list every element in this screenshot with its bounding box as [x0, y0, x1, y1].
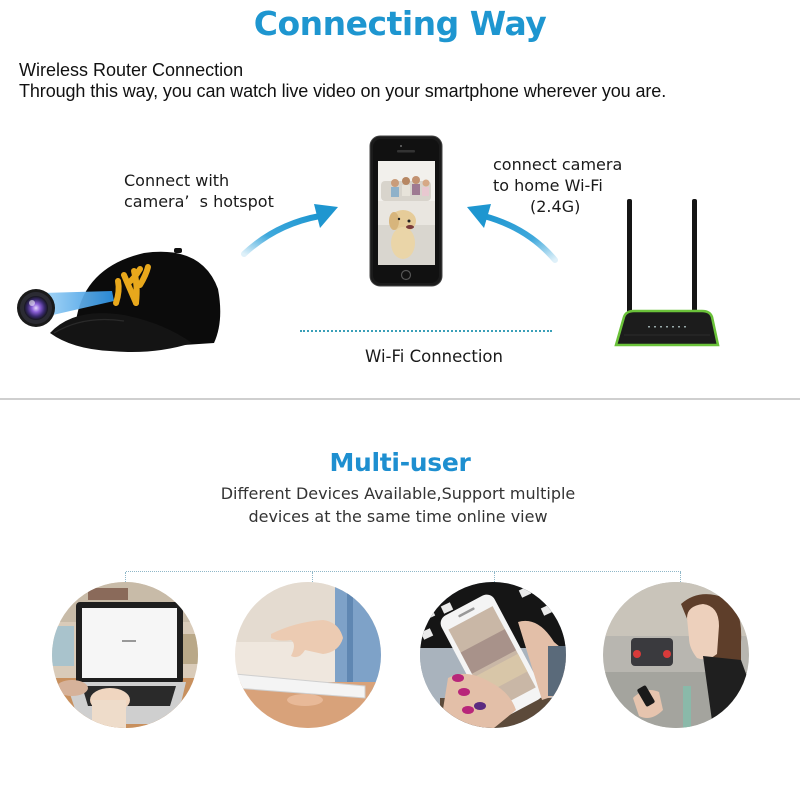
bracket-tick: [125, 572, 126, 582]
bracket-tick: [312, 572, 313, 582]
bracket-tick: [494, 572, 495, 582]
home-wifi-label-line2: to home Wi-Fi: [493, 176, 603, 195]
multi-user-description-line2: devices at the same time online view: [248, 507, 548, 526]
hotspot-label: Connect with camera’ s hotspot: [124, 170, 274, 212]
wifi-connection-label: Wi-Fi Connection: [365, 347, 503, 366]
arrow-to-phone-right-icon: [458, 198, 563, 266]
home-wifi-label-line1: connect camera: [493, 155, 623, 174]
section-divider: [0, 398, 800, 400]
multi-user-description: Different Devices Available,Support mult…: [0, 482, 796, 528]
arrow-to-phone-left-icon: [236, 198, 346, 260]
connecting-way-title: Connecting Way: [253, 4, 547, 43]
bracket-tick: [680, 572, 681, 582]
hotspot-label-line1: Connect with: [124, 171, 230, 190]
smartphone-image: [369, 135, 443, 287]
device-photo-tablet: [235, 582, 381, 728]
devices-bracket: [125, 571, 681, 582]
wireless-router-subtitle: Wireless Router Connection: [19, 60, 244, 80]
home-wifi-label: connect camera to home Wi-Fi (2.4G): [493, 154, 622, 217]
multi-user-title: Multi-user: [329, 448, 471, 477]
device-photo-mobile-user: [603, 582, 749, 728]
home-wifi-label-line3: (2.4G): [530, 197, 581, 216]
hotspot-label-line2: camera’ s hotspot: [124, 192, 274, 211]
device-photo-smartphone: [420, 582, 566, 728]
device-photo-laptop: [52, 582, 198, 728]
wifi-connection-dotted-line: [300, 330, 552, 332]
wifi-router-image: [610, 195, 722, 351]
multi-user-description-line1: Different Devices Available,Support mult…: [220, 484, 576, 503]
connecting-description: Through this way, you can watch live vid…: [19, 81, 667, 101]
hat-camera-image: [14, 245, 226, 357]
